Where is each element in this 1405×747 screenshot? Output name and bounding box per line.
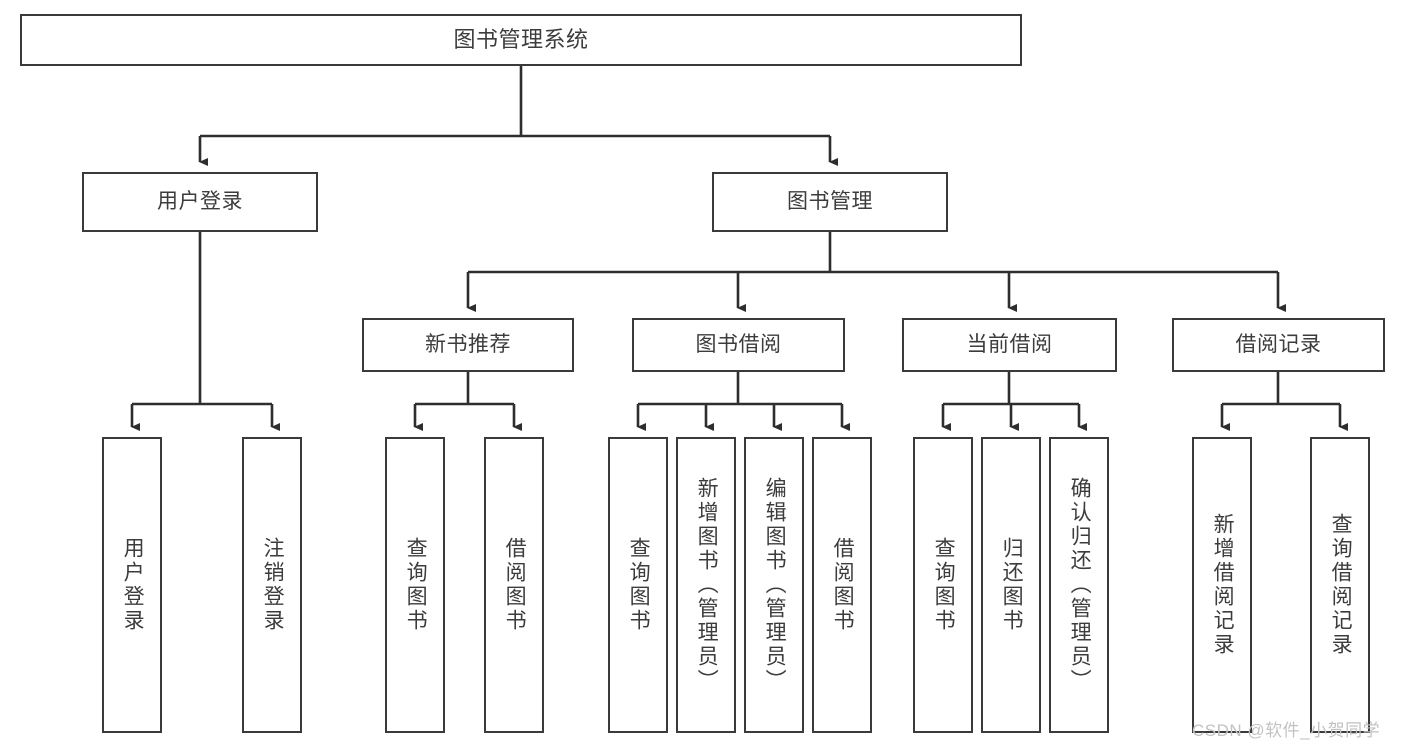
node-leaf-borrow-book-2[interactable]: 借阅图书 <box>812 437 872 733</box>
node-leaf-edit-book[interactable]: 编辑图书（管理员） <box>744 437 804 733</box>
node-borrow-record[interactable]: 借阅记录 <box>1172 318 1385 372</box>
node-leaf-user-login-label: 用户登录 <box>121 537 145 633</box>
node-leaf-borrow-book-1[interactable]: 借阅图书 <box>484 437 544 733</box>
node-leaf-query-record-label: 查询借阅记录 <box>1329 513 1353 657</box>
csdn-watermark: CSDN @软件_小贺同学 <box>1192 721 1381 740</box>
node-leaf-add-book-label: 新增图书（管理员） <box>695 477 719 693</box>
node-leaf-query-book-3-label: 查询图书 <box>932 537 956 633</box>
node-current-borrow-label: 当前借阅 <box>966 332 1053 356</box>
node-borrow-record-label: 借阅记录 <box>1235 332 1322 356</box>
node-leaf-query-record[interactable]: 查询借阅记录 <box>1310 437 1370 733</box>
node-current-borrow[interactable]: 当前借阅 <box>902 318 1117 372</box>
node-new-book-recommend-label: 新书推荐 <box>425 332 511 356</box>
node-leaf-logout-label: 注销登录 <box>261 537 285 633</box>
node-leaf-edit-book-label: 编辑图书（管理员） <box>763 477 787 693</box>
node-leaf-confirm-return-label: 确认归还（管理员） <box>1068 477 1092 693</box>
node-book-borrow[interactable]: 图书借阅 <box>632 318 845 372</box>
node-leaf-query-book-2-label: 查询图书 <box>627 537 651 633</box>
node-leaf-return-book-label: 归还图书 <box>1000 537 1024 633</box>
node-leaf-user-login[interactable]: 用户登录 <box>102 437 162 733</box>
node-leaf-query-book-2[interactable]: 查询图书 <box>608 437 668 733</box>
node-user-login-label: 用户登录 <box>157 189 243 213</box>
node-book-borrow-label: 图书借阅 <box>695 332 782 356</box>
node-user-login[interactable]: 用户登录 <box>82 172 318 232</box>
node-book-manage-label: 图书管理 <box>787 189 873 213</box>
node-leaf-query-book-1[interactable]: 查询图书 <box>385 437 445 733</box>
node-leaf-borrow-book-2-label: 借阅图书 <box>831 537 855 633</box>
node-leaf-query-book-1-label: 查询图书 <box>404 537 428 633</box>
node-leaf-query-book-3[interactable]: 查询图书 <box>913 437 973 733</box>
node-book-manage[interactable]: 图书管理 <box>712 172 948 232</box>
node-leaf-logout[interactable]: 注销登录 <box>242 437 302 733</box>
node-leaf-add-book[interactable]: 新增图书（管理员） <box>676 437 736 733</box>
node-leaf-add-record[interactable]: 新增借阅记录 <box>1192 437 1252 733</box>
node-leaf-confirm-return[interactable]: 确认归还（管理员） <box>1049 437 1109 733</box>
node-new-book-recommend[interactable]: 新书推荐 <box>362 318 574 372</box>
node-root-title[interactable]: 图书管理系统 <box>20 14 1022 66</box>
node-root-label: 图书管理系统 <box>453 27 589 53</box>
node-leaf-borrow-book-1-label: 借阅图书 <box>503 537 527 633</box>
node-leaf-add-record-label: 新增借阅记录 <box>1211 513 1235 657</box>
node-leaf-return-book[interactable]: 归还图书 <box>981 437 1041 733</box>
